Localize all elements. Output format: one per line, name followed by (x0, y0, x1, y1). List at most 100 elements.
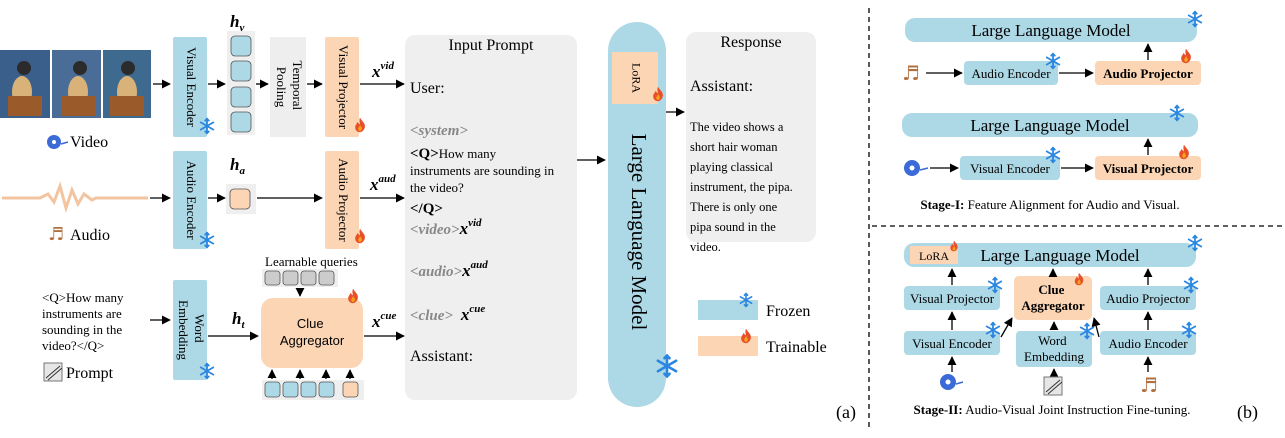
llm-label: Large Language Model (627, 134, 651, 331)
temporal-pooling-block: Temporal Pooling (270, 37, 306, 137)
stage2-visual-encoder-label: Visual Encoder (912, 336, 992, 351)
stage2-visual-projector (904, 286, 1000, 310)
stage2-visual-encoder (904, 331, 1000, 355)
word-embedding-label: Word Embedding (176, 300, 207, 360)
document-icon (43, 362, 63, 382)
flame-icon (348, 288, 358, 304)
stage2-llm-label: Large Language Model (980, 246, 1140, 265)
stage2-arrows (947, 268, 1153, 378)
audio-waveform (2, 181, 148, 214)
learnable-queries-label: Learnable queries (265, 254, 358, 269)
prompt-system-tag: <system> (410, 123, 468, 139)
stage1-visual-encoder-label: Visual Encoder (970, 161, 1050, 176)
x-aud-symbol: xaud (369, 173, 396, 194)
stage2-caption: Stage-II: Audio-Visual Joint Instruction… (914, 402, 1191, 417)
flame-icon (1181, 48, 1191, 64)
visual-encoder-label: Visual Encoder (184, 47, 199, 127)
visual-projector-block: Visual Projector (325, 37, 365, 137)
lora-label: LoRA (629, 63, 643, 93)
stage1-llm-1 (905, 18, 1197, 42)
stage1-audio-encoder-label: Audio Encoder (971, 66, 1051, 81)
stage2-lora (910, 246, 958, 264)
stage1-diagram: Large Language Model ♬ Audio Encoder Aud… (902, 10, 1203, 212)
stage1-llm-2 (902, 113, 1198, 137)
input-prompt-title: Input Prompt (449, 37, 534, 54)
h-a-token (229, 188, 251, 210)
prompt-video-tag: <video>xvid (410, 217, 482, 238)
stage1-visual-projector-label: Visual Projector (1103, 161, 1194, 176)
stage2-audio-projector-label: Audio Projector (1106, 291, 1190, 306)
stage2-lora-label: LoRA (919, 249, 949, 263)
input-prompt-panel: Input Prompt User: <system> <Q>How many … (405, 35, 577, 400)
audio-projector-label: Audio Projector (336, 158, 351, 242)
aggregator-input-tokens (262, 380, 364, 400)
h-t-symbol: ht (232, 309, 245, 331)
audio-encoder-block: Audio Encoder (173, 151, 215, 249)
stage1-llm-2-label: Large Language Model (970, 116, 1130, 135)
stage2-audio-encoder-label: Audio Encoder (1108, 336, 1188, 351)
prompt-text: <Q>How many instruments are sounding in … (42, 290, 127, 353)
prompt-question-close: </Q> (410, 201, 443, 217)
stage2-word-embedding (1016, 331, 1092, 367)
flame-icon (1074, 272, 1084, 286)
prompt-line-4: video?</Q> (42, 338, 104, 353)
prompt-question: <Q>How many (410, 146, 497, 162)
h-a-symbol: ha (230, 155, 245, 177)
prompt-question-line-2: instruments are sounding in (410, 163, 555, 178)
audio-projector-block: Audio Projector (325, 151, 365, 249)
learnable-query-tokens (262, 269, 338, 287)
stage1-audio-encoder (964, 61, 1058, 85)
prompt-assistant: Assistant: (410, 348, 473, 365)
prompt-audio-tag: <audio>xaud (410, 259, 488, 280)
video-icon (47, 135, 69, 149)
prompt-line-2: instruments are (42, 306, 122, 321)
audio-label: Audio (70, 227, 110, 244)
prompt-clue-tag: <clue>xcue (410, 303, 485, 324)
prompt-label: Prompt (66, 365, 114, 382)
stage2-visual-projector-label: Visual Projector (910, 291, 995, 306)
stage2-clue-aggregator-label: Clue Aggregator (1021, 282, 1085, 313)
stage2-llm (904, 243, 1196, 267)
stage2-word-embedding-label: Word Embedding (1024, 333, 1084, 364)
stage2-music-icon: ♬ (1140, 373, 1158, 397)
x-cue-symbol: xcue (371, 310, 397, 331)
temporal-pooling-label: Temporal Pooling (274, 61, 305, 114)
flame-icon (1179, 144, 1189, 160)
x-vid-symbol: xvid (371, 60, 394, 81)
legend-trainable-label: Trainable (766, 339, 827, 356)
legend-frozen-label: Frozen (766, 303, 810, 320)
arrows-tokens-to-aggregator (267, 369, 355, 379)
stage1-music-icon: ♬ (902, 61, 920, 85)
response-panel: Response Assistant: The video shows a sh… (686, 32, 816, 254)
stage2-document-icon (1043, 376, 1063, 396)
response-assistant: Assistant: (690, 78, 753, 95)
audio-encoder-label: Audio Encoder (184, 160, 199, 240)
word-embedding-block: Word Embedding (173, 280, 215, 380)
flame-icon (950, 240, 958, 252)
stage2-clue-aggregator (1014, 276, 1092, 320)
stage1-llm-1-label: Large Language Model (971, 21, 1131, 40)
legend-frozen-swatch (698, 300, 758, 320)
stage1-audio-projector-label: Audio Projector (1103, 66, 1193, 81)
h-v-tokens (227, 31, 255, 135)
response-text: The video shows a short hair woman playi… (690, 120, 796, 254)
video-thumbnails (0, 50, 151, 118)
stage1-audio-projector (1095, 61, 1201, 85)
video-label: Video (70, 134, 108, 151)
stage2-audio-encoder (1100, 331, 1196, 355)
flame-icon (741, 328, 751, 344)
stage1-caption: Stage-I: Feature Alignment for Audio and… (920, 197, 1179, 212)
response-title: Response (720, 34, 781, 51)
prompt-line-3: sounding in the (42, 322, 122, 337)
clue-aggregator-block: Clue Aggregator (261, 288, 363, 368)
visual-encoder-block: Visual Encoder (173, 37, 215, 137)
h-v-symbol: hv (230, 12, 244, 34)
visual-projector-label: Visual Projector (336, 45, 351, 130)
stage1-visual-encoder (960, 156, 1060, 180)
prompt-line-1: <Q>How many (42, 290, 124, 305)
stage1-visual-projector (1095, 156, 1201, 180)
stage1-video-icon (904, 160, 929, 176)
clue-aggregator-label: Clue Aggregator (280, 316, 345, 348)
llm-block: LoRA Large Language Model (608, 22, 678, 407)
